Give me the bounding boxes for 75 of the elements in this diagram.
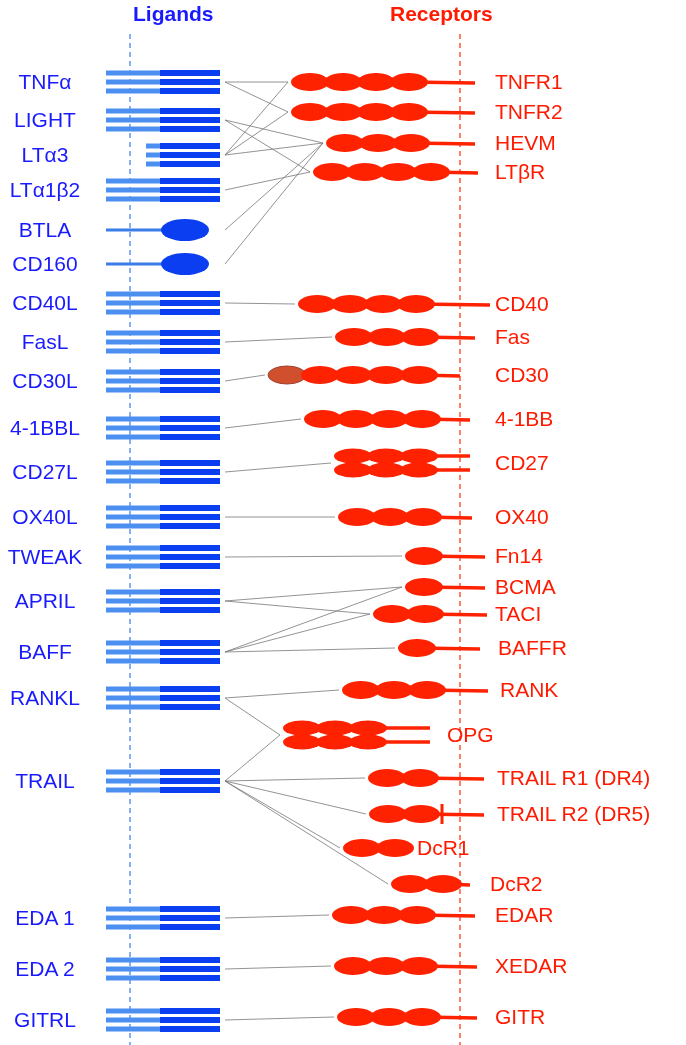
receptor-label: CD27 xyxy=(495,451,549,475)
connector-line xyxy=(224,586,403,653)
receptor-label: RANK xyxy=(500,678,559,702)
ligand-label: CD30L xyxy=(11,368,79,394)
receptor-label: HEVM xyxy=(495,131,556,155)
ligand-label: TRAIL xyxy=(14,768,76,794)
receptor-label: TRAIL R2 (DR5) xyxy=(497,802,651,826)
connector-line xyxy=(224,81,289,83)
connector-line xyxy=(224,171,311,191)
ligand-label: 4-1BBL xyxy=(8,415,81,441)
connector-line xyxy=(224,734,281,782)
column-heading: Ligands xyxy=(133,2,214,26)
receptor-label: OX40 xyxy=(495,505,549,529)
connector-line xyxy=(224,780,389,885)
receptor-label: GITR xyxy=(495,1005,546,1029)
connector-line xyxy=(224,302,296,305)
connector-line xyxy=(224,697,281,736)
connector-line xyxy=(224,647,396,653)
ligand-label: LTα1β2 xyxy=(8,177,82,203)
ligand-label: EDA 1 xyxy=(14,905,76,931)
connector-line xyxy=(224,689,340,699)
ligand-label: LIGHT xyxy=(13,107,77,133)
connector-line xyxy=(224,777,366,782)
connector-line xyxy=(224,516,336,518)
connector-line xyxy=(224,119,311,173)
connector-line xyxy=(224,81,289,156)
ligand-label: LTα3 xyxy=(20,142,70,168)
ligand-label: FasL xyxy=(20,329,70,355)
ligand-label: BTLA xyxy=(17,217,73,243)
connector-line xyxy=(224,965,332,970)
connector-line xyxy=(224,81,289,113)
receptor-label: 4-1BB xyxy=(495,407,554,431)
receptor-label: XEDAR xyxy=(495,954,568,978)
connector-line xyxy=(224,914,330,919)
connector-line xyxy=(224,119,324,144)
ligand-label: EDA 2 xyxy=(14,956,76,982)
ligand-label: RANKL xyxy=(9,685,81,711)
connector-line xyxy=(224,586,403,602)
connector-line xyxy=(224,418,302,429)
ligand-label: CD160 xyxy=(11,251,79,277)
ligand-label: TNFα xyxy=(17,69,73,95)
column-heading: Receptors xyxy=(390,2,493,26)
ligand-label: TWEAK xyxy=(6,544,84,570)
connector-line xyxy=(224,462,332,473)
receptor-label: BCMA xyxy=(495,575,556,599)
receptor-label: DcR2 xyxy=(490,872,543,896)
receptor-label: CD30 xyxy=(495,363,549,387)
receptor-label: TRAIL R1 (DR4) xyxy=(497,766,651,790)
receptor-label: TNFR1 xyxy=(495,70,563,94)
ligand-label: GITRL xyxy=(13,1007,77,1033)
ligand-label: CD27L xyxy=(11,459,79,485)
connector-line xyxy=(224,142,324,265)
connector-line xyxy=(224,374,266,382)
connector-line xyxy=(224,1016,335,1021)
receptor-label: EDAR xyxy=(495,903,554,927)
ligand-label: OX40L xyxy=(11,504,79,530)
receptor-label: DcR1 xyxy=(417,836,470,860)
receptor-label: BAFFR xyxy=(498,636,567,660)
connector-line xyxy=(224,336,333,343)
ligand-label: CD40L xyxy=(11,290,79,316)
connector-line xyxy=(224,111,289,156)
ligand-label: APRIL xyxy=(13,588,77,614)
receptor-label: TNFR2 xyxy=(495,100,563,124)
receptor-label: Fn14 xyxy=(495,544,543,568)
receptor-label: LTβR xyxy=(495,160,546,184)
connector-line xyxy=(224,142,324,231)
connector-line xyxy=(224,555,403,558)
ligand-label: BAFF xyxy=(17,639,73,665)
connector-line xyxy=(224,142,324,156)
receptor-label: TACI xyxy=(495,602,542,626)
receptor-label: Fas xyxy=(495,325,530,349)
receptor-label: OPG xyxy=(447,723,494,747)
connector-line xyxy=(224,600,371,615)
receptor-label: CD40 xyxy=(495,292,549,316)
connector-line xyxy=(224,780,367,815)
